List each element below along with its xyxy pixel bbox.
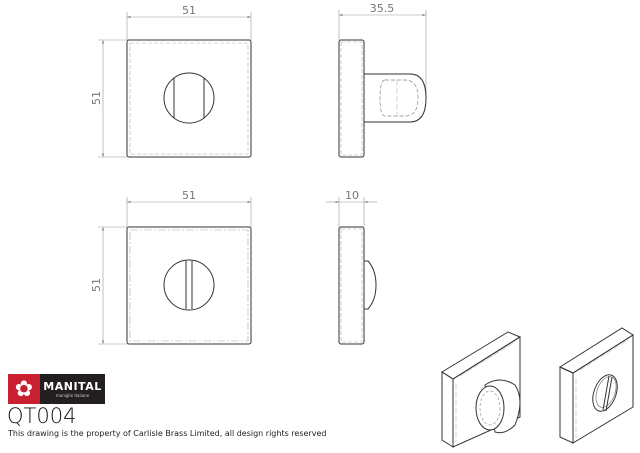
top-front-height-dimension — [98, 39, 127, 158]
bottom-front-view — [126, 226, 252, 345]
bottom-side-depth-label: 10 — [345, 189, 359, 202]
bottom-front-width-dimension — [126, 197, 252, 227]
isometric-knob-view — [441, 331, 522, 448]
isometric-turn-view — [558, 327, 634, 444]
logo-brand: MANITAL — [43, 380, 102, 393]
top-front-width-dimension — [126, 12, 252, 40]
top-front-view — [126, 39, 252, 158]
top-side-depth-label: 35.5 — [370, 2, 395, 15]
bottom-side-view — [338, 226, 377, 345]
top-front-height-label: 51 — [90, 91, 103, 105]
top-side-view — [338, 39, 427, 158]
product-code: QT004 — [7, 404, 77, 428]
bottom-front-height-dimension — [98, 226, 127, 345]
logo-tagline: maniglie italiane — [55, 393, 90, 398]
flower-icon: ✿ — [8, 374, 40, 404]
top-side-depth-dimension — [338, 10, 427, 98]
disclaimer: This drawing is the property of Carlisle… — [8, 429, 327, 438]
bottom-front-width-label: 51 — [182, 189, 196, 202]
bottom-front-height-label: 51 — [90, 278, 103, 292]
manital-logo: ✿ MANITAL maniglie italiane — [8, 374, 105, 404]
bottom-side-depth-dimension — [326, 197, 377, 227]
top-front-width-label: 51 — [182, 4, 196, 17]
